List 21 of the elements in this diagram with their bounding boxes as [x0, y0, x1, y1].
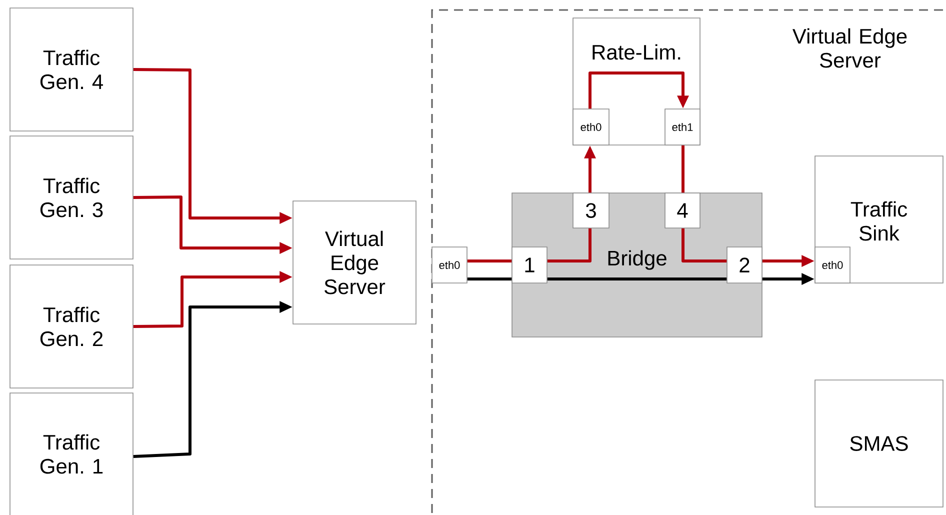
port-box: 4: [664, 192, 700, 228]
traffic-generator-box: Traffic Gen. 1: [10, 392, 134, 515]
connector-line: [547, 228, 592, 262]
server-box: SMAS: [814, 380, 944, 508]
server-box: Virtual Edge Server: [292, 200, 416, 324]
port-box: 1: [512, 246, 548, 284]
connector-line: [682, 228, 727, 262]
connector-line: [682, 145, 684, 193]
traffic-generator-box: Traffic Gen. 4: [10, 8, 134, 132]
port-box: eth0: [572, 108, 610, 146]
port-box: eth0: [432, 246, 468, 284]
port-box: 3: [572, 192, 610, 228]
port-box: eth0: [814, 246, 850, 284]
port-box: eth1: [664, 108, 700, 146]
port-box: 2: [726, 246, 762, 284]
traffic-generator-box: Traffic Gen. 3: [10, 136, 134, 260]
arrow: [588, 72, 689, 109]
connector-line: [467, 278, 512, 280]
connector-line: [467, 260, 512, 262]
connector-line: [547, 278, 727, 280]
traffic-generator-box: Traffic Gen. 2: [10, 264, 134, 388]
